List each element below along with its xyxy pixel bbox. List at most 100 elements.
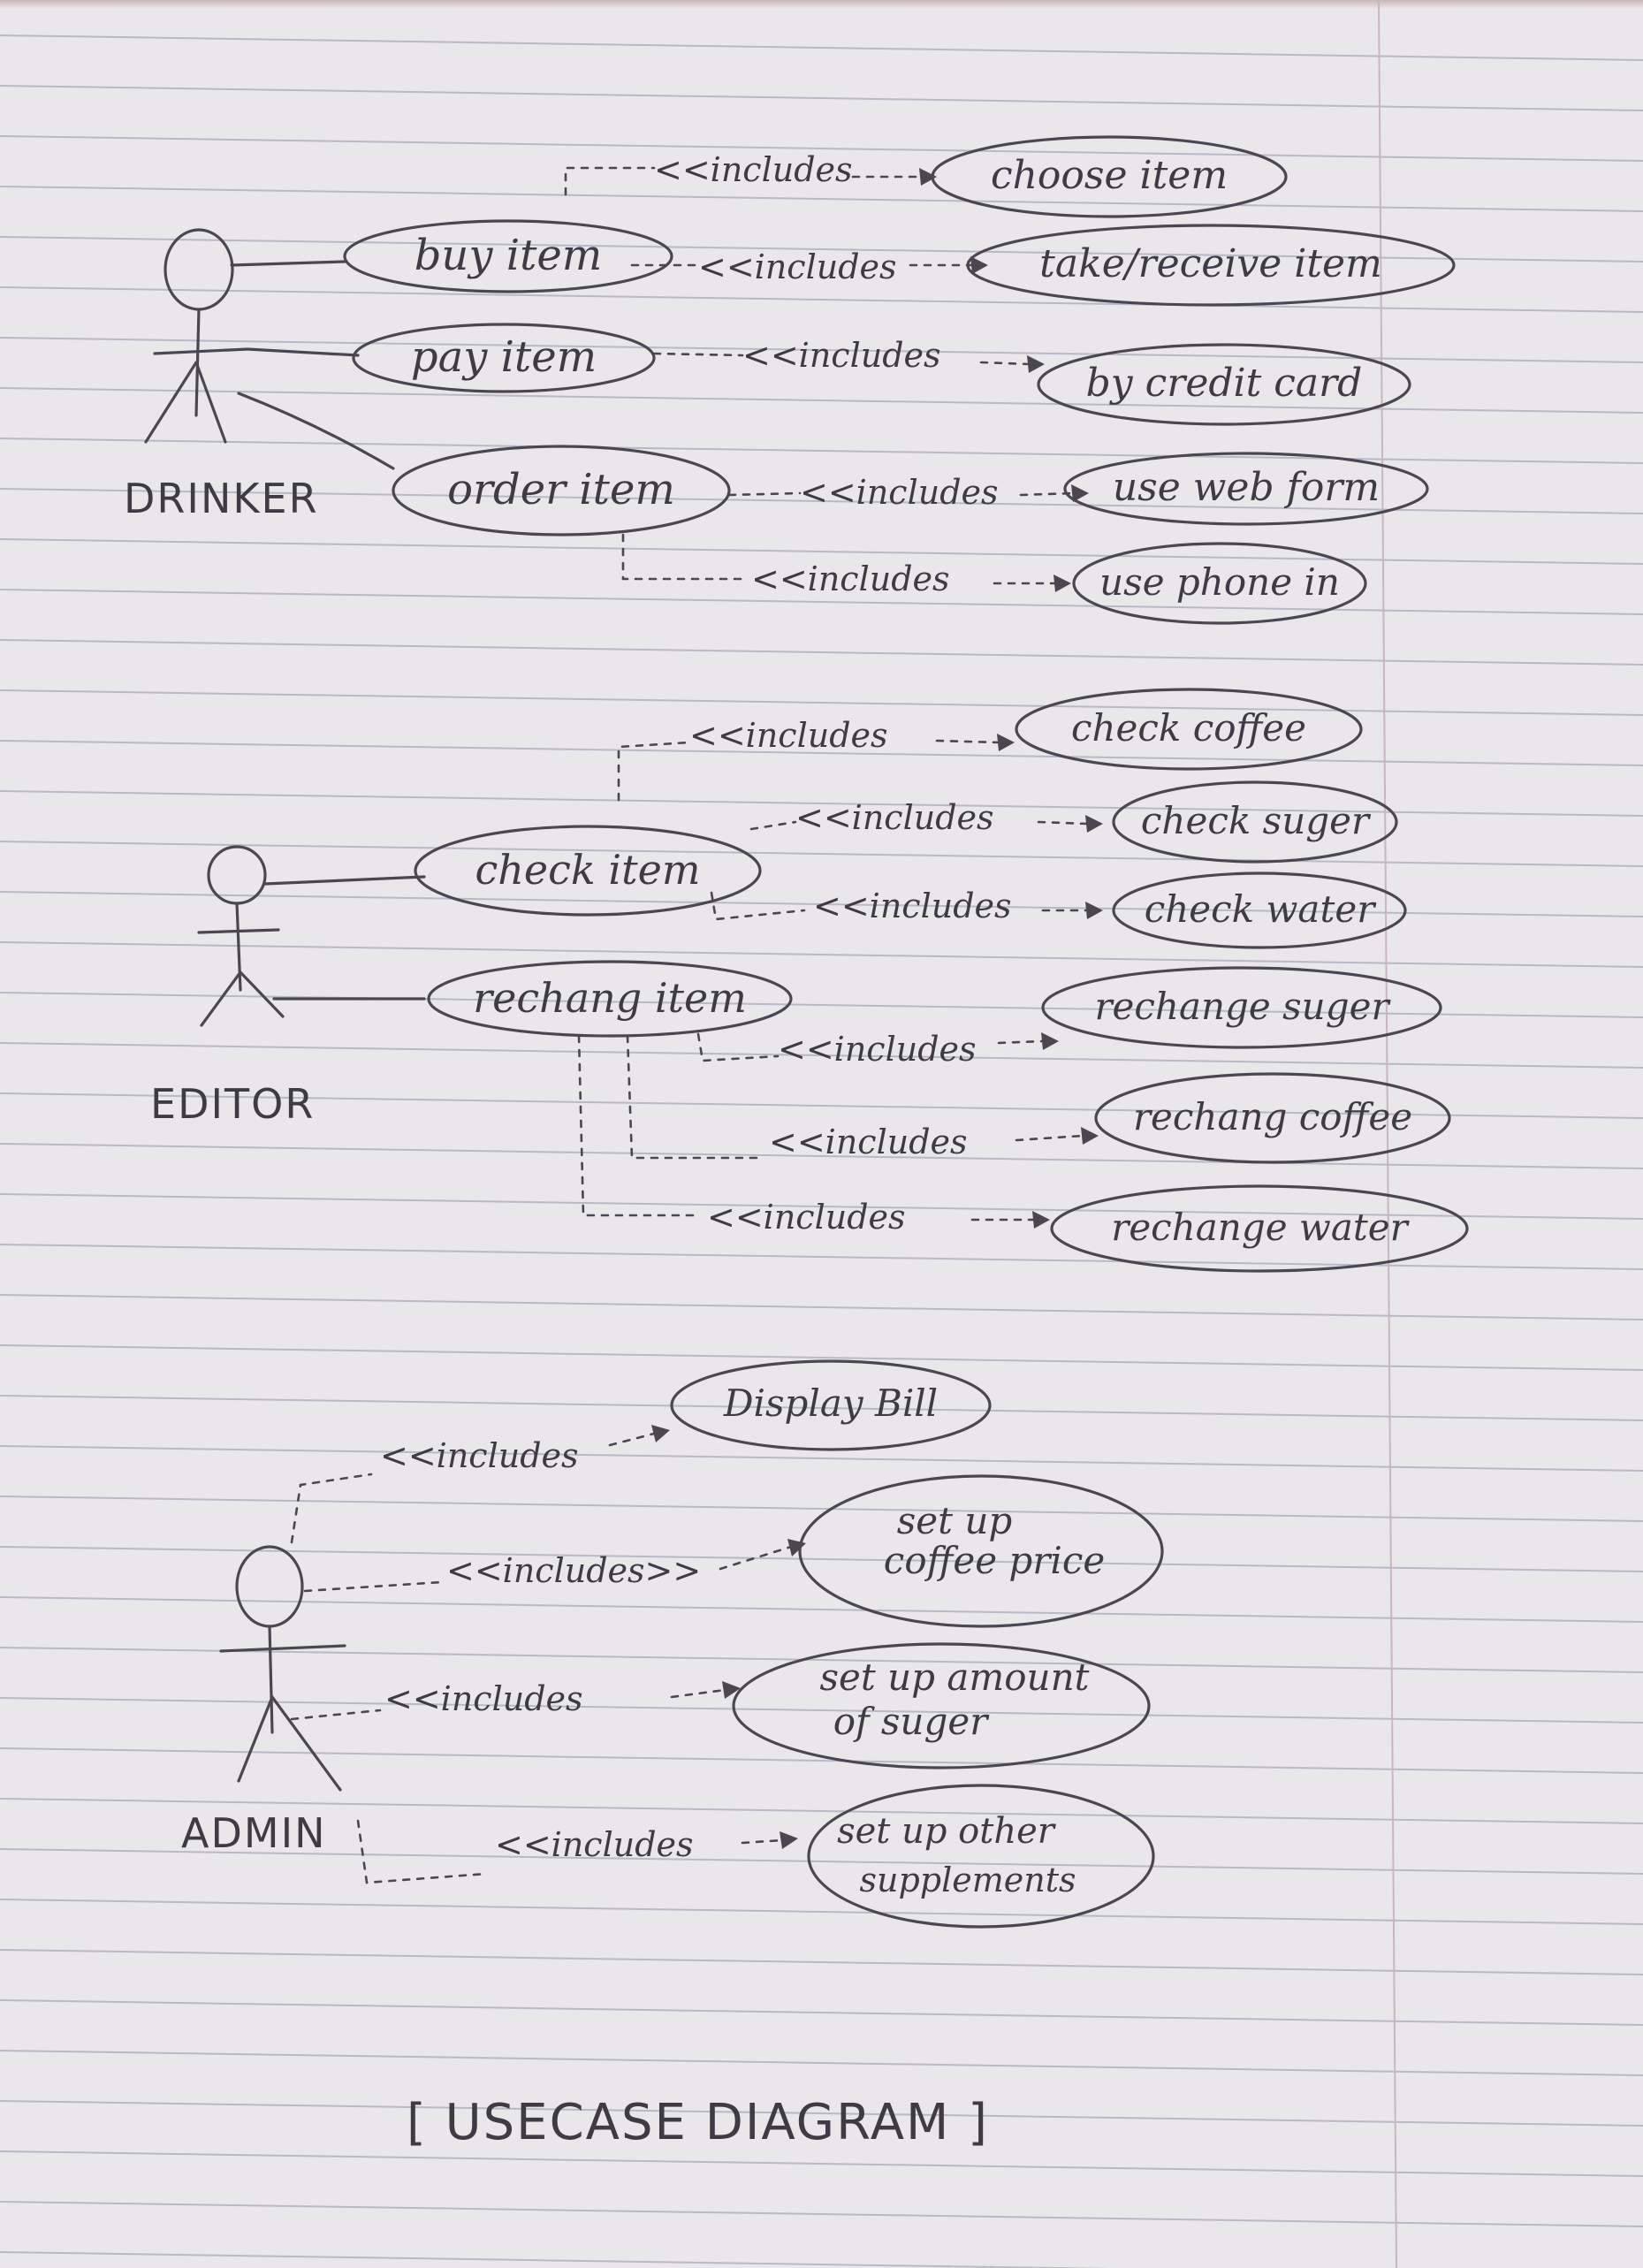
included-set-up-coffee-price: set up coffee price: [798, 1474, 1164, 1628]
included-label-line2: coffee price: [884, 1539, 1105, 1582]
ruled-line: [0, 186, 1643, 212]
ruled-line: [0, 438, 1643, 464]
actor-legs: [237, 1695, 342, 1792]
ruled-line: [0, 1697, 1643, 1724]
include-connector: [997, 1039, 1045, 1045]
included-choose-item: choose item: [931, 135, 1288, 218]
ruled-line: [0, 639, 1643, 666]
included-label: rechange water: [1111, 1206, 1410, 1249]
association-order: [237, 392, 395, 470]
included-label: by credit card: [1086, 361, 1363, 406]
ruled-line: [0, 941, 1643, 968]
include-label: <<includes: [495, 1825, 694, 1864]
include-label: <<includes: [707, 1198, 906, 1237]
include-label: <<includes: [689, 716, 888, 755]
ruled-line: [0, 236, 1643, 263]
included-use-web-form: use web form: [1063, 452, 1429, 526]
included-rechange-water: rechange water: [1050, 1184, 1469, 1273]
association-buy: [230, 260, 346, 267]
usecase-label: check item: [475, 846, 701, 894]
ruled-line: [0, 2050, 1643, 2076]
arrow-icon: [1085, 902, 1103, 919]
actor-arms: [197, 928, 280, 934]
include-label: <<includes: [698, 247, 897, 286]
include-connector: [652, 352, 744, 357]
include-connector: [564, 166, 656, 196]
actor-head-icon: [235, 1545, 304, 1628]
usecase-label: order item: [447, 465, 675, 514]
included-label: take/receive item: [1039, 241, 1382, 286]
usecase-label: buy item: [415, 231, 603, 280]
arrow-icon: [722, 1681, 741, 1699]
ruled-line: [0, 1999, 1643, 2026]
arrow-icon: [1085, 815, 1103, 833]
ruled-line: [0, 286, 1643, 313]
arrow-icon: [1071, 484, 1089, 502]
include-label: <<includes: [795, 798, 994, 837]
usecase-order-item: order item: [392, 445, 731, 537]
include-label: <<includes: [778, 1030, 977, 1069]
included-label: check coffee: [1071, 706, 1306, 750]
actor-label-editor: EDITOR: [150, 1080, 315, 1128]
ruled-line: [0, 1949, 1643, 1975]
arrow-icon: [651, 1425, 670, 1442]
included-label-line1: set up amount: [819, 1655, 1089, 1699]
included-label: rechange suger: [1094, 985, 1391, 1028]
include-connector: [935, 739, 1000, 744]
include-label: <<includes: [742, 336, 941, 375]
include-connector: [290, 1709, 382, 1721]
ruled-lines: [0, 34, 1643, 2268]
arrow-icon: [997, 734, 1015, 751]
ruled-line: [0, 1042, 1643, 1069]
actor-body: [268, 1625, 274, 1734]
ruled-line: [0, 1848, 1643, 1875]
association-pay: [246, 347, 360, 357]
included-label: rechang coffee: [1133, 1095, 1412, 1138]
include-label: <<includes: [751, 559, 950, 598]
arrow-icon: [919, 168, 937, 186]
actor-head-icon: [164, 228, 234, 311]
usecase-pay-item: pay item: [352, 323, 656, 393]
include-connector: [1015, 1134, 1084, 1142]
included-label: check water: [1145, 887, 1377, 931]
arrow-icon: [780, 1831, 798, 1849]
ruled-line: [0, 538, 1643, 565]
actor-arms: [219, 1644, 346, 1653]
ruled-line: [0, 891, 1643, 917]
ruled-line: [0, 1395, 1643, 1421]
included-check-water: check water: [1112, 871, 1407, 949]
arrow-icon: [1041, 1032, 1059, 1050]
ruled-line: [0, 992, 1643, 1018]
ruled-line: [0, 689, 1643, 716]
included-label-line2: supplements: [859, 1861, 1076, 1899]
usecase-buy-item: buy item: [343, 219, 673, 293]
actor-admin: ADMIN: [181, 1545, 346, 1857]
arrow-icon: [970, 256, 988, 274]
diagram-caption: [ USECASE DIAGRAM ]: [407, 2094, 989, 2151]
actor-body: [235, 902, 242, 992]
usecase-label: pay item: [411, 332, 597, 382]
included-label-line1: set up other: [837, 1811, 1057, 1852]
page-edge: [0, 0, 1643, 9]
included-set-up-other-supplements: set up other supplements: [807, 1784, 1155, 1929]
ruled-line: [0, 1445, 1643, 1472]
include-connector: [303, 1580, 444, 1593]
actor-editor: EDITOR: [150, 845, 315, 1128]
ruled-line: [0, 2150, 1643, 2177]
ruled-line: [0, 1647, 1643, 1673]
included-set-up-amount-of-suger: set up amount of suger: [732, 1642, 1151, 1769]
ruled-line: [0, 2100, 1643, 2127]
include-connector: [696, 1032, 780, 1062]
ruled-line: [0, 1344, 1643, 1371]
include-label: <<includes: [800, 473, 999, 512]
include-connector: [719, 1545, 793, 1571]
include-label: <<includes>>: [446, 1551, 701, 1590]
included-use-phone-in: use phone in: [1072, 542, 1367, 625]
ruled-line: [0, 841, 1643, 867]
include-connector: [356, 1819, 488, 1884]
actor-label-admin: ADMIN: [181, 1809, 327, 1857]
include-label: <<includes: [384, 1679, 583, 1718]
ruled-line: [0, 1747, 1643, 1774]
